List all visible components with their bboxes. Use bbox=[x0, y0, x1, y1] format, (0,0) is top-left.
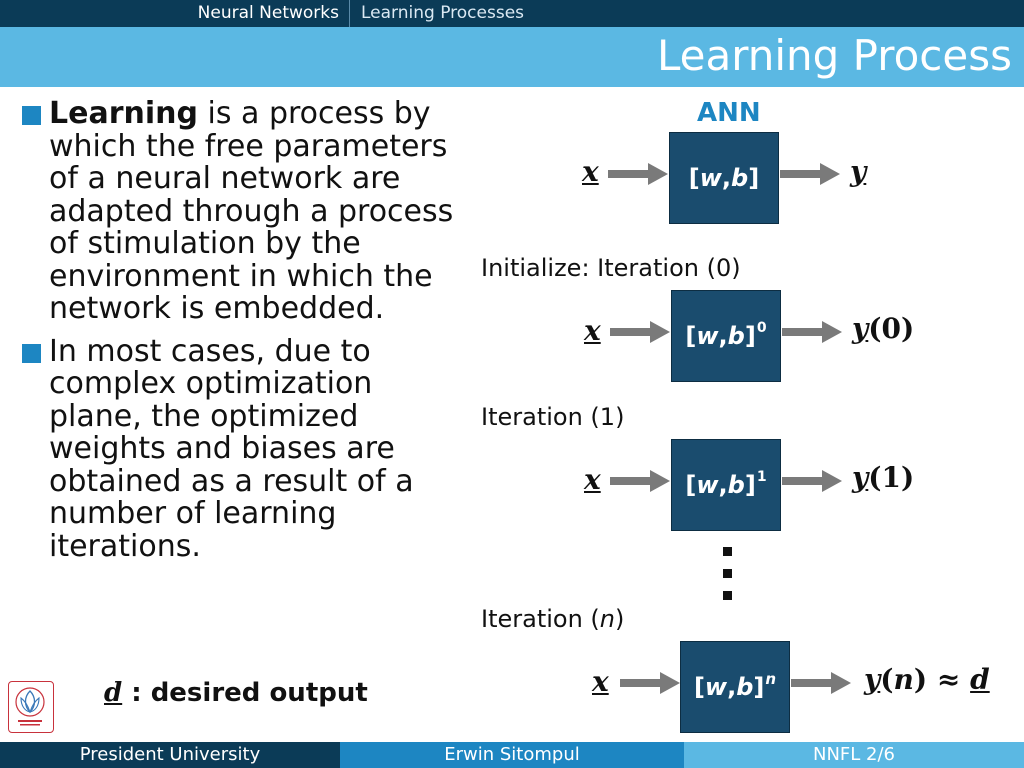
input-arrow-icon bbox=[610, 470, 670, 492]
footer-bar: President University Erwin Sitompul NNFL… bbox=[0, 742, 1024, 768]
footer-page-number: NNFL 2/6 bbox=[684, 742, 1024, 768]
bullet-square-icon bbox=[22, 343, 41, 363]
output-y1: y(1) bbox=[852, 461, 915, 494]
output-arrow-icon bbox=[791, 672, 851, 694]
nav-topic-link[interactable]: Learning Processes bbox=[361, 3, 525, 23]
nav-section-link[interactable]: Neural Networks bbox=[0, 0, 350, 27]
itern-superscript: n bbox=[765, 670, 777, 688]
input-arrow-icon bbox=[608, 163, 668, 185]
bullet-text: is a process by which the free parameter… bbox=[49, 96, 454, 326]
slide-title: Learning Process bbox=[656, 31, 1012, 80]
output-arrow-icon bbox=[782, 470, 842, 492]
desired-symbol: d bbox=[104, 678, 123, 708]
output-yn-approx-d: y(n) ≈ d bbox=[864, 663, 990, 696]
output-arrow-icon bbox=[780, 163, 840, 185]
iteration-0-label: Initialize: Iteration (0) bbox=[481, 254, 741, 282]
output-y: y bbox=[850, 155, 867, 188]
lotus-logo-icon bbox=[15, 687, 45, 726]
ann-block-iter1: [w,b]1 bbox=[671, 439, 781, 531]
footer-university: President University bbox=[0, 742, 340, 768]
desired-text: : desired output bbox=[122, 678, 368, 708]
output-y0: y(0) bbox=[852, 312, 915, 345]
ann-label: ANN bbox=[697, 98, 761, 128]
input-arrow-icon bbox=[610, 321, 670, 343]
ellipsis-dots-icon bbox=[723, 547, 732, 600]
bullet-list: Learning is a process by which the free … bbox=[20, 96, 460, 573]
ann-block: [w,b] bbox=[669, 132, 779, 224]
bullet-bold-term: Learning bbox=[49, 96, 198, 131]
output-arrow-icon bbox=[782, 321, 842, 343]
university-logo bbox=[8, 681, 54, 733]
footer-author: Erwin Sitompul bbox=[340, 742, 684, 768]
bullet-item: In most cases, due to complex optimizati… bbox=[20, 333, 460, 564]
iter0-superscript: 0 bbox=[756, 320, 767, 336]
input-arrow-icon bbox=[620, 672, 680, 694]
input-x-iter1: x bbox=[584, 463, 601, 496]
title-bar: Learning Process bbox=[0, 27, 1024, 87]
input-x: x bbox=[582, 155, 599, 188]
iteration-n-label: Iteration (n) bbox=[481, 605, 625, 633]
input-x-itern: x bbox=[592, 665, 609, 698]
bullet-item: Learning is a process by which the free … bbox=[20, 96, 460, 326]
input-x-iter0: x bbox=[584, 314, 601, 347]
top-nav-bar: Neural Networks Learning Processes bbox=[0, 0, 1024, 27]
desired-output-note: d : desired output bbox=[104, 678, 368, 708]
iteration-1-label: Iteration (1) bbox=[481, 403, 625, 431]
ann-block-iter0: [w,b]0 bbox=[671, 290, 781, 382]
ann-block-itern: [w,b]n bbox=[680, 641, 790, 733]
bullet-text: In most cases, due to complex optimizati… bbox=[49, 333, 414, 564]
ann-block-label: [w,b] bbox=[688, 164, 760, 192]
bullet-square-icon bbox=[22, 106, 41, 125]
iter1-superscript: 1 bbox=[756, 469, 767, 485]
